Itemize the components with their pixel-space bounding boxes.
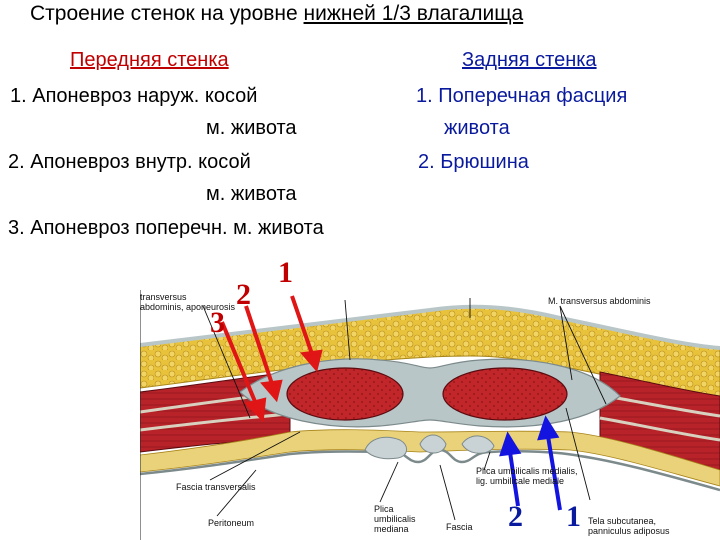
posterior-header: Задняя стенка xyxy=(462,49,597,71)
red-arrow-3 xyxy=(220,321,258,405)
red-marker-1: 1 xyxy=(278,256,293,289)
anterior-item-1-cont: м. живота xyxy=(206,117,297,139)
label-plica-umbilicalis-mediana: Plica umbilicalis mediana xyxy=(374,504,416,534)
red-arrow-1 xyxy=(290,295,314,355)
label-plica-umbilicalis-medialis: Plica umbilicalis medialis, lig. umbilic… xyxy=(476,466,578,486)
label-fascia-transversalis: Fascia transversalis xyxy=(176,482,256,492)
red-arrow-2 xyxy=(244,305,274,385)
anterior-item-3: 3. Апоневроз поперечн. м. живота xyxy=(8,217,324,239)
posterior-item-1: 1. Поперечная фасция xyxy=(416,85,628,107)
rectus-muscle-left xyxy=(286,367,404,421)
page-title: Строение стенок на уровне нижней 1/3 вла… xyxy=(30,2,523,26)
red-marker-2: 2 xyxy=(236,278,251,311)
title-prefix: Строение стенок на уровне xyxy=(30,2,304,25)
blue-arrow-2 xyxy=(508,451,520,507)
red-arrow-group xyxy=(220,295,323,423)
title-underlined: нижней 1/3 влагалища xyxy=(303,2,524,25)
anterior-item-2: 2. Апоневроз внутр. косой xyxy=(8,151,251,173)
anterior-item-1: 1. Апоневроз наруж. косой xyxy=(10,85,258,107)
posterior-item-1-cont: живота xyxy=(444,117,510,139)
label-peritoneum: Peritoneum xyxy=(208,518,255,528)
blue-marker-1: 1 xyxy=(566,500,581,533)
blue-marker-2: 2 xyxy=(508,500,523,533)
blue-arrow-1 xyxy=(546,435,562,511)
blue-arrow-group xyxy=(499,415,562,511)
anterior-item-2-cont: м. живота xyxy=(206,183,297,205)
anterior-header: Передняя стенка xyxy=(70,49,229,71)
rectus-muscle-right xyxy=(442,367,568,421)
label-tela-subcutanea: Tela subcutanea, panniculus adiposus xyxy=(588,516,670,536)
label-top-left: transversus abdominis, aponeurosis xyxy=(140,292,236,312)
label-fascia: Fascia xyxy=(446,522,473,532)
label-transversus-abdominis: M. transversus abdominis xyxy=(548,296,651,306)
red-marker-3: 3 xyxy=(210,306,225,339)
posterior-item-2: 2. Брюшина xyxy=(418,151,529,173)
